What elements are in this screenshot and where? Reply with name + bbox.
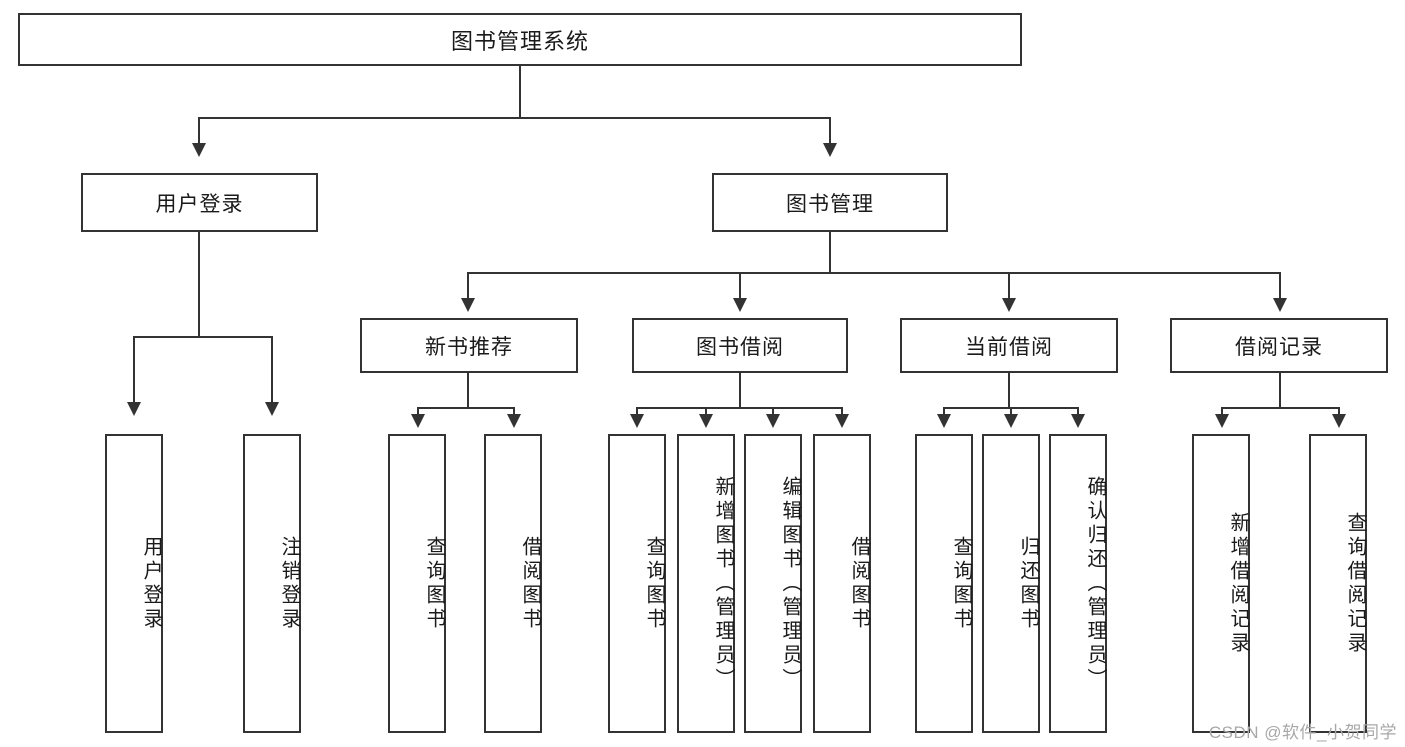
connector-records-to-leaf-1: [1221, 407, 1223, 416]
connector-current-to-leaf-3: [1077, 407, 1079, 416]
node-root-system[interactable]: 图书管理系统: [18, 13, 1022, 66]
connector-borrow-bus: [636, 407, 843, 409]
leaf-confirm-return-admin[interactable]: 确认归还（管理员）: [1049, 434, 1107, 733]
arrowhead-book-mgmt-to-borrow: [733, 298, 747, 312]
connector-book-mgmt-bus: [467, 272, 1279, 274]
arrowhead-new-book-to-leaf-1: [411, 414, 425, 428]
connector-user-login-to-leaf-1: [133, 336, 135, 404]
leaf-edit-book-admin[interactable]: 编辑图书（管理员）: [744, 434, 802, 733]
leaf-add-borrow-record[interactable]: 新增借阅记录: [1192, 434, 1250, 733]
arrowhead-borrow-to-leaf-1: [630, 414, 644, 428]
arrowhead-book-mgmt-to-current: [1002, 298, 1016, 312]
arrowhead-records-to-leaf-2: [1332, 414, 1346, 428]
arrowhead-user-login-to-leaf-2: [265, 402, 279, 416]
connector-book-mgmt-to-records: [1279, 272, 1281, 300]
connector-new-book-to-leaf-2: [513, 407, 515, 416]
connector-borrow-to-leaf-3: [772, 407, 774, 416]
arrowhead-borrow-to-leaf-2: [699, 414, 713, 428]
connector-user-login-bus: [133, 336, 272, 338]
watermark-text: CSDN @软件_小贺同学: [1208, 723, 1397, 742]
connector-book-mgmt-to-new-book: [467, 272, 469, 300]
connector-new-book-to-leaf-1: [417, 407, 419, 416]
connector-records-bus: [1221, 407, 1340, 409]
node-new-book-recommend[interactable]: 新书推荐: [360, 318, 578, 373]
leaf-borrow-book[interactable]: 借阅图书: [813, 434, 871, 733]
leaf-query-borrow-record[interactable]: 查询借阅记录: [1309, 434, 1367, 733]
connector-records-to-leaf-2: [1338, 407, 1340, 416]
leaf-user-login[interactable]: 用户登录: [105, 434, 163, 733]
arrowhead-new-book-to-leaf-2: [507, 414, 521, 428]
arrowhead-current-to-leaf-2: [1004, 414, 1018, 428]
connector-new-book-bus: [417, 407, 515, 409]
connector-root-to-user-login: [198, 117, 200, 145]
connector-book-mgmt-stem: [829, 232, 831, 272]
leaf-logout[interactable]: 注销登录: [243, 434, 301, 733]
connector-root-bus: [198, 117, 831, 119]
arrowhead-book-mgmt-to-records: [1273, 298, 1287, 312]
arrowhead-user-login-to-leaf-1: [127, 402, 141, 416]
node-book-management[interactable]: 图书管理: [712, 173, 948, 232]
leaf-query-book-new[interactable]: 查询图书: [388, 434, 446, 733]
connector-current-to-leaf-1: [943, 407, 945, 416]
connector-user-login-stem: [198, 232, 200, 336]
connector-records-stem: [1279, 373, 1281, 407]
arrowhead-borrow-to-leaf-3: [766, 414, 780, 428]
connector-new-book-stem: [467, 373, 469, 407]
leaf-borrow-book-new[interactable]: 借阅图书: [484, 434, 542, 733]
connector-book-mgmt-to-borrow: [739, 272, 741, 300]
connector-borrow-stem: [739, 373, 741, 407]
arrowhead-root-to-user-login: [192, 143, 206, 157]
connector-root-stem: [519, 66, 521, 117]
arrowhead-book-mgmt-to-new-book: [461, 298, 475, 312]
connector-current-stem: [1008, 373, 1010, 407]
leaf-return-book[interactable]: 归还图书: [982, 434, 1040, 733]
connector-borrow-to-leaf-1: [636, 407, 638, 416]
connector-user-login-to-leaf-2: [271, 336, 273, 404]
connector-borrow-to-leaf-4: [841, 407, 843, 416]
leaf-add-book-admin[interactable]: 新增图书（管理员）: [677, 434, 735, 733]
arrowhead-current-to-leaf-1: [937, 414, 951, 428]
connector-current-to-leaf-2: [1010, 407, 1012, 416]
arrowhead-borrow-to-leaf-4: [835, 414, 849, 428]
connector-root-to-book-mgmt: [829, 117, 831, 145]
node-borrow-records[interactable]: 借阅记录: [1170, 318, 1388, 373]
arrowhead-root-to-book-mgmt: [823, 143, 837, 157]
connector-borrow-to-leaf-2: [705, 407, 707, 416]
node-user-login[interactable]: 用户登录: [81, 173, 318, 232]
arrowhead-current-to-leaf-3: [1071, 414, 1085, 428]
connector-book-mgmt-to-current: [1008, 272, 1010, 300]
leaf-query-book-borrow[interactable]: 查询图书: [608, 434, 666, 733]
arrowhead-records-to-leaf-1: [1215, 414, 1229, 428]
node-book-borrow[interactable]: 图书借阅: [632, 318, 848, 373]
node-current-borrow[interactable]: 当前借阅: [900, 318, 1118, 373]
leaf-query-book-current[interactable]: 查询图书: [915, 434, 973, 733]
